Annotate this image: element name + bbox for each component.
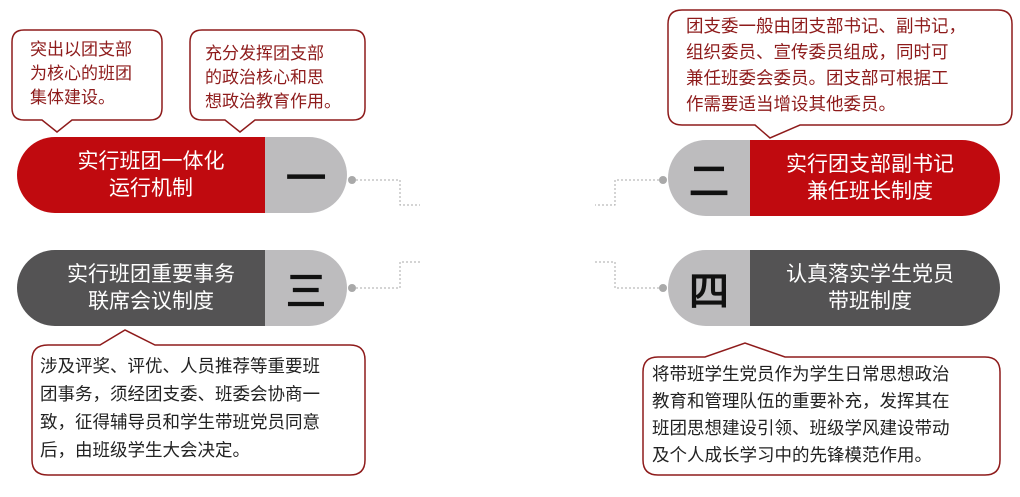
mechanism-item-2: 二 实行团支部副书记兼任班长制度: [668, 140, 1000, 216]
item-label: 实行团支部副书记兼任班长制度: [750, 140, 1000, 216]
gear-title-top: 运行: [474, 186, 550, 226]
gear-title-bottom: 机制: [474, 240, 550, 280]
callout-4: 涉及评奖、评优、人员推荐等重要班 团事务，须经团支委、班委会协商一 致，征得辅导…: [40, 353, 320, 465]
callout-line: 班团思想建设引领、班级学风建设带动: [652, 419, 950, 439]
callout-line: 及个人成长学习中的先锋模范作用。: [652, 446, 932, 466]
callout-line: 将带班学生党员作为学生日常思想政治: [652, 365, 950, 385]
callout-5: 将带班学生党员作为学生日常思想政治 教育和管理队伍的重要补充，发挥其在 班团思想…: [652, 362, 950, 470]
callout-border-1: [11, 29, 163, 133]
callout-line: 充分发挥团支部: [205, 44, 324, 64]
callout-line: 教育和管理队伍的重要补充，发挥其在: [652, 392, 950, 412]
item-number: 四: [668, 250, 750, 326]
mechanism-item-4: 四 认真落实学生党员带班制度: [668, 250, 1000, 326]
item-label-line: 运行机制: [109, 176, 193, 200]
item-label-line: 联席会议制度: [88, 289, 214, 313]
callout-line: 为核心的班团: [30, 64, 132, 84]
callout-line: 想政治教育作用。: [205, 92, 341, 112]
callout-line: 兼任班委会委员。团支部可根据工: [686, 69, 949, 89]
callout-line: 团事务，须经团支委、班委会协商一: [40, 385, 320, 405]
callout-line: 作需要适当增设其他委员。: [686, 95, 896, 115]
item-label-line: 认真落实学生党员: [786, 262, 954, 286]
mechanism-item-3: 实行班团重要事务联席会议制度 三: [17, 250, 347, 326]
item-label-line: 实行班团重要事务: [67, 262, 235, 286]
callout-border-2: [189, 29, 366, 133]
mechanism-item-1: 实行班团一体化运行机制 一: [17, 137, 347, 213]
callout-2: 充分发挥团支部 的政治核心和思 想政治教育作用。: [205, 42, 341, 114]
callout-line: 组织委员、宣传委员组成，同时可: [686, 43, 949, 63]
item-number: 三: [265, 250, 347, 326]
callout-line: 团支委一般由团支部书记、副书记，: [686, 17, 966, 37]
callout-line: 后，由班级学生大会决定。: [40, 441, 250, 461]
callout-1: 突出以团支部 为核心的班团 集体建设。: [30, 38, 132, 110]
item-label: 实行班团一体化运行机制: [17, 137, 265, 213]
connector-lines: [352, 179, 663, 289]
callout-border-3: [667, 9, 1013, 139]
item-label-line: 实行团支部副书记: [786, 152, 954, 176]
item-label: 实行班团重要事务联席会议制度: [17, 250, 265, 326]
item-label-line: 兼任班长制度: [807, 179, 933, 203]
callout-line: 突出以团支部: [30, 40, 132, 60]
callout-line: 的政治核心和思: [205, 68, 324, 88]
item-label-line: 实行班团一体化: [77, 149, 225, 173]
callout-border-5: [642, 342, 1001, 476]
item-label: 认真落实学生党员带班制度: [750, 250, 1000, 326]
item-label-line: 带班制度: [828, 289, 912, 313]
item-number: 一: [265, 137, 347, 213]
callout-line: 集体建设。: [30, 88, 115, 108]
callout-border-4: [31, 329, 366, 476]
item-number: 二: [668, 140, 750, 216]
connector-dots: [348, 176, 667, 292]
callout-line: 致，征得辅导员和学生带班党员同意: [40, 413, 320, 433]
callout-line: 涉及评奖、评优、人员推荐等重要班: [40, 357, 320, 377]
callout-3: 团支委一般由团支部书记、副书记， 组织委员、宣传委员组成，同时可 兼任班委会委员…: [686, 14, 966, 118]
